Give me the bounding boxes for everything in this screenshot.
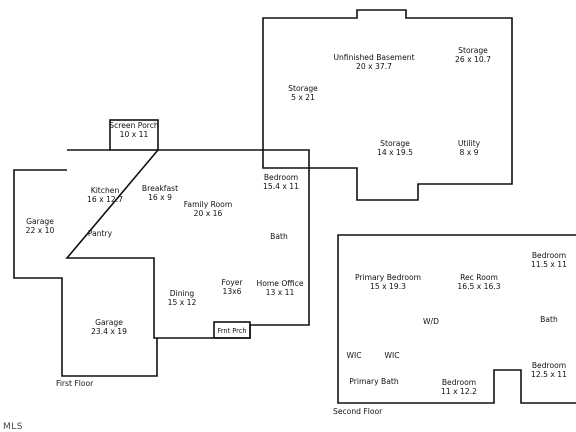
unfinished-basement-name: Unfinished Basement [333,53,414,62]
utility-name: Utility [458,139,481,148]
utility-dims: 8 x 9 [460,148,479,157]
screen-porch-dims: 10 x 11 [120,130,149,139]
pantry-name: Pantry [88,229,113,238]
mls-watermark: MLS [3,422,23,432]
foyer-name: Foyer [221,278,243,287]
foyer-dims: 13x6 [223,287,242,296]
kitchen-name: Kitchen [91,186,120,195]
front-porch-name: Frnt Prch [218,327,247,335]
breakfast-dims: 16 x 9 [148,193,172,202]
basement-outline [262,9,513,201]
family-room-dims: 20 x 16 [194,209,223,218]
bedroom-1-name: Bedroom [532,251,566,260]
dining-name: Dining [170,289,195,298]
front-porch-outline [213,321,251,339]
wic-1-name: WIC [346,351,361,360]
family-room-name: Family Room [184,200,232,209]
storage-1-name: Storage [458,46,488,55]
bedroom-2-dims: 12.5 x 11 [531,370,567,379]
storage-3-name: Storage [380,139,410,148]
basement-plan: Unfinished Basement 20 x 37.7 Storage 26… [262,9,513,201]
first-floor-plan: Screen Porch 10 x 11 Kitchen 16 x 12.7 B… [13,119,310,388]
bedroom-3-name: Bedroom [442,378,476,387]
primary-bedroom-name: Primary Bedroom [355,273,421,282]
breakfast-name: Breakfast [142,184,178,193]
screen-porch-outline [109,119,159,151]
garage-2-name: Garage [95,318,123,327]
home-office-name: Home Office [256,279,303,288]
storage-2-dims: 5 x 21 [291,93,315,102]
storage-3-dims: 14 x 19.5 [377,148,413,157]
unfinished-basement-dims: 20 x 37.7 [356,62,392,71]
bedroom-1-dims: 11.5 x 11 [531,260,567,269]
wic-2-name: WIC [384,351,399,360]
bedroom-2-name: Bedroom [532,361,566,370]
storage-2-name: Storage [288,84,318,93]
second-floor-plan: Primary Bedroom 15 x 19.3 Rec Room 16.5 … [333,234,576,416]
screen-porch-name: Screen Porch [109,121,159,130]
storage-1-dims: 26 x 10.7 [455,55,491,64]
home-office-dims: 13 x 11 [266,288,295,297]
garage-1-dims: 22 x 10 [26,226,55,235]
rec-room-dims: 16.5 x 16.3 [457,282,500,291]
garage-1-name: Garage [26,217,54,226]
bedroom-3-dims: 11 x 12.2 [441,387,477,396]
garage-2-dims: 23.4 x 19 [91,327,127,336]
dining-dims: 15 x 12 [168,298,197,307]
rec-room-name: Rec Room [460,273,498,282]
primary-bath-name: Primary Bath [349,377,399,386]
bath-name: Bath [270,232,288,241]
bedroom-name: Bedroom [264,173,298,182]
wd-name: W/D [423,317,439,326]
primary-bedroom-dims: 15 x 19.3 [370,282,406,291]
first-floor-label: First Floor [56,379,94,388]
kitchen-dims: 16 x 12.7 [87,195,123,204]
bath-2-name: Bath [540,315,558,324]
second-floor-label: Second Floor [333,407,383,416]
garage-1-outline [13,169,158,377]
second-floor-outline [337,234,576,404]
bedroom-dims: 15.4 x 11 [263,182,299,191]
